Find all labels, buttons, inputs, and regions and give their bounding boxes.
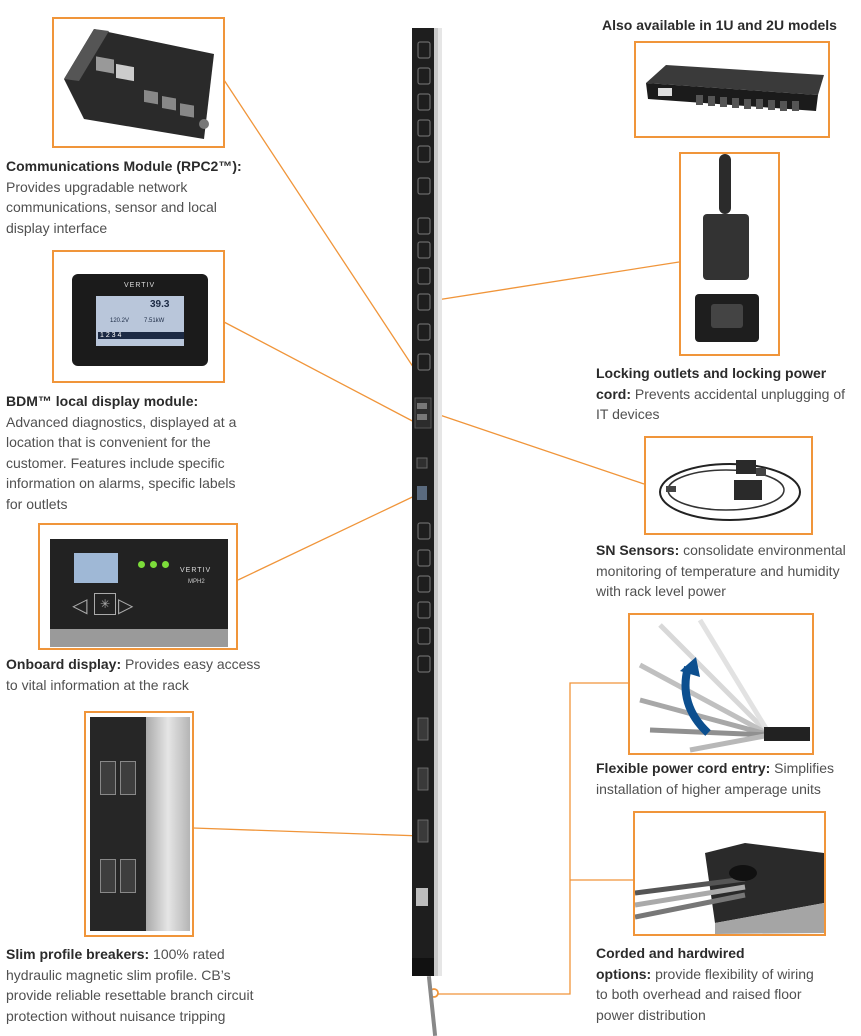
rack-pdu-image-frame — [634, 41, 830, 138]
bdm-image-frame: VERTIV 39.3 120.2V 7.51kW 1 2 3 4 — [52, 250, 225, 383]
breakers-line-3: provide reliable resettable branch circu… — [6, 987, 254, 1003]
bdm-title: BDM™ local display module: — [6, 393, 199, 409]
comms-line-3: display interface — [6, 219, 108, 236]
corded-hardwired-image — [635, 843, 824, 934]
onboard-line-1: Provides easy access — [121, 656, 261, 672]
cord-entry-line-1: Simplifies — [770, 760, 835, 776]
onboard-rail — [50, 629, 228, 647]
corded-title-2: options: — [596, 965, 652, 982]
bdm-line-3: customer. Features include specific — [6, 454, 225, 471]
cord-entry-line-2: installation of higher amperage units — [596, 780, 821, 797]
corded-title-1: Corded and hardwired — [596, 945, 745, 961]
cord-cable — [719, 154, 731, 214]
breaker-4 — [120, 859, 136, 893]
onboard-brand-label: VERTIV — [180, 567, 212, 574]
top-right-heading: Also available in 1U and 2U models — [602, 17, 837, 33]
sn-sensors-image-frame — [644, 436, 813, 535]
breakers-image-frame — [84, 711, 194, 937]
rack-mount-pdu-image — [646, 65, 824, 111]
locking-line-2: IT devices — [596, 406, 660, 422]
bdm-brand-label: VERTIV — [124, 282, 156, 289]
receptacle-socket — [711, 304, 743, 328]
onboard-panel: VERTIV MPH2 ◁ ✳ ▷ — [50, 539, 228, 629]
comms-line-2: communications, sensor and local — [6, 199, 217, 215]
locking-caption: Locking outlets and locking power cord: … — [596, 363, 861, 425]
cord-entry-title: Flexible power cord entry: — [596, 760, 771, 776]
onboard-display-image-frame: VERTIV MPH2 ◁ ✳ ▷ — [38, 523, 238, 650]
sensors-title: SN Sensors: — [596, 542, 680, 558]
rpc2-module-image — [64, 29, 214, 139]
cord-entry-image-frame — [628, 613, 814, 755]
onboard-line-2: to vital information at the rack — [6, 676, 189, 693]
sensors-line-1: consolidate environmental — [679, 542, 846, 558]
bdm-lcd-row3: 1 2 3 4 — [98, 332, 184, 339]
bdm-line-5: for outlets — [6, 495, 68, 512]
locking-cord-image-frame — [679, 152, 780, 356]
locking-plug — [703, 214, 749, 280]
corded-caption: Corded and hardwired options: provide fl… — [596, 943, 861, 1025]
locking-title-1: Locking outlets and locking power — [596, 365, 827, 381]
locking-title-2: cord: — [596, 385, 631, 402]
onboard-right-arrow-icon: ▷ — [118, 595, 134, 617]
onboard-model-label: MPH2 — [188, 579, 205, 585]
onboard-lcd — [74, 553, 118, 583]
breakers-caption: Slim profile breakers: 100% rated hydrau… — [6, 944, 296, 1026]
comms-line-1: Provides upgradable network — [6, 178, 188, 195]
breakers-title: Slim profile breakers: — [6, 946, 150, 962]
onboard-left-arrow-icon: ◁ — [72, 595, 88, 617]
breaker-3 — [100, 859, 116, 893]
bdm-line-1: Advanced diagnostics, displayed at a — [6, 413, 237, 430]
bdm-line-2: location that is convenient for the — [6, 434, 211, 450]
pdu-body-image — [412, 28, 442, 976]
onboard-led-2 — [150, 561, 157, 568]
breaker-rail — [146, 717, 190, 931]
corded-line-1: provide flexibility of wiring — [651, 965, 814, 982]
breaker-strip — [90, 717, 146, 931]
bdm-lcd-row2: 7.51kW — [144, 318, 165, 324]
sn-sensor-image — [659, 460, 801, 521]
breakers-line-1: 100% rated — [149, 946, 225, 962]
onboard-led-1 — [138, 561, 145, 568]
cord-entry-image — [638, 618, 810, 753]
onboard-title: Onboard display: — [6, 656, 122, 672]
bdm-lcd-value: 39.3 — [150, 299, 170, 310]
bdm-lcd-row1: 120.2V — [110, 318, 130, 324]
corded-image-frame — [633, 811, 826, 936]
breakers-line-4: protection without nuisance tripping — [6, 1007, 226, 1024]
breaker-2 — [120, 761, 136, 795]
vertical-pdu — [412, 28, 442, 1036]
breaker-1 — [100, 761, 116, 795]
corded-line-2: to both overhead and raised floor — [596, 986, 802, 1002]
comms-module-title: Communications Module (RPC2™): — [6, 158, 242, 174]
sensors-line-3: with rack level power — [596, 583, 726, 599]
sensors-caption: SN Sensors: consolidate environmental mo… — [596, 540, 861, 602]
comms-module-image-frame — [52, 17, 225, 148]
bdm-line-4: information on alarms, specific labels — [6, 475, 236, 491]
bdm-caption: BDM™ local display module: Advanced diag… — [6, 391, 266, 514]
onboard-led-3 — [162, 561, 169, 568]
corded-line-3: power distribution — [596, 1006, 706, 1023]
locking-line-1: Prevents accidental unplugging of — [631, 385, 846, 402]
onboard-caption: Onboard display: Provides easy access to… — [6, 654, 286, 695]
onboard-center-button-icon: ✳ — [94, 593, 116, 615]
breakers-line-2: hydraulic magnetic slim profile. CB’s — [6, 966, 231, 983]
bdm-device: VERTIV 39.3 120.2V 7.51kW 1 2 3 4 — [72, 274, 208, 366]
sensors-line-2: monitoring of temperature and humidity — [596, 562, 840, 579]
cord-entry-caption: Flexible power cord entry: Simplifies in… — [596, 758, 861, 799]
comms-module-caption: Communications Module (RPC2™): Provides … — [6, 156, 266, 238]
bdm-lcd: 39.3 120.2V 7.51kW 1 2 3 4 — [96, 296, 184, 346]
